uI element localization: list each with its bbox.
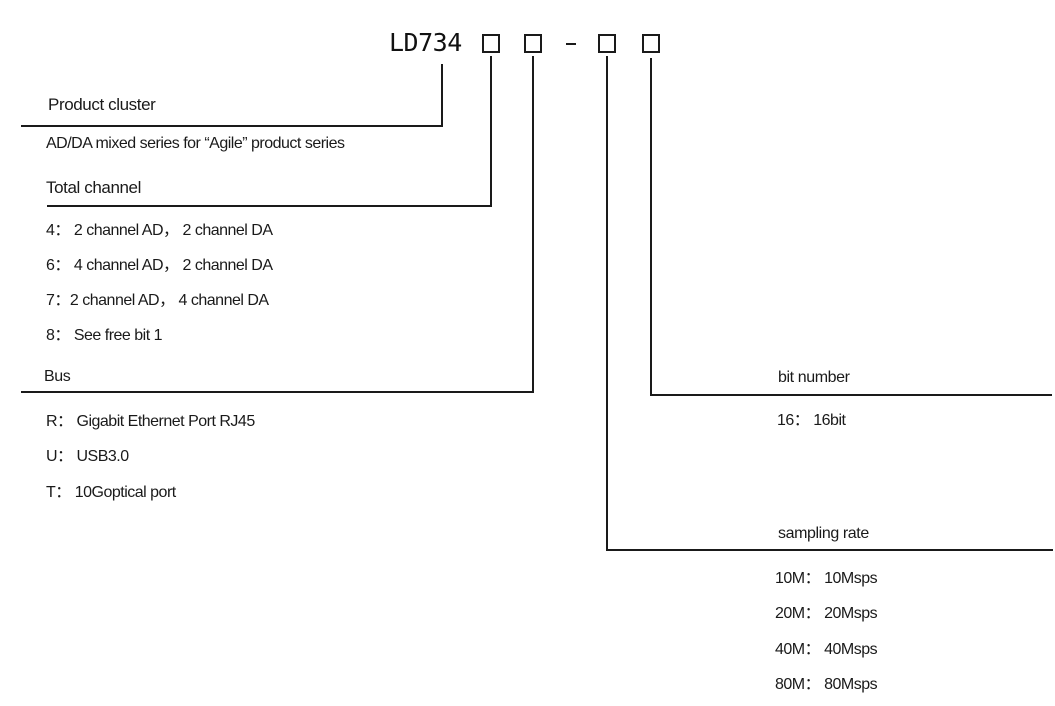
connector-sampling-rate-horizontal (606, 549, 1053, 551)
sampling-rate-item: 80M： 80Msps (775, 676, 878, 693)
total-channel-title: Total channel (46, 178, 141, 197)
total-channel-item: 8： See free bit 1 (46, 327, 163, 344)
bus-item: U： USB3.0 (46, 448, 129, 465)
code-separator (566, 43, 576, 45)
connector-total-channel-horizontal (47, 205, 492, 207)
connector-product-cluster-horizontal (21, 125, 443, 127)
sampling-rate-item: 20M： 20Msps (775, 605, 878, 622)
bus-item: R： Gigabit Ethernet Port RJ45 (46, 413, 255, 430)
sampling-rate-title: sampling rate (778, 525, 869, 542)
bit-number-item: 16： 16bit (777, 412, 846, 429)
total-channel-item: 4： 2 channel AD， 2 channel DA (46, 222, 273, 239)
connector-total-channel-vertical (490, 56, 492, 207)
connector-product-cluster-vertical (441, 64, 443, 127)
model-prefix: LD734 (389, 28, 462, 57)
code-slot-bit-number (642, 34, 660, 53)
sampling-rate-item: 10M： 10Msps (775, 570, 878, 587)
code-slot-sampling-rate (598, 34, 616, 53)
bit-number-title: bit number (778, 369, 850, 386)
sampling-rate-item: 40M： 40Msps (775, 641, 878, 658)
connector-bus-horizontal (21, 391, 534, 393)
connector-bus-vertical (532, 56, 534, 393)
product-cluster-item: AD/DA mixed series for “Agile” product s… (46, 135, 345, 152)
code-slot-total-channel (482, 34, 500, 53)
total-channel-item: 7：2 channel AD， 4 channel DA (46, 292, 269, 309)
code-slot-bus (524, 34, 542, 53)
bus-title: Bus (44, 368, 71, 385)
product-cluster-title: Product cluster (48, 95, 156, 114)
connector-sampling-rate-vertical (606, 56, 608, 551)
bus-item: T： 10Goptical port (46, 484, 176, 501)
connector-bit-number-vertical (650, 58, 652, 396)
total-channel-item: 6： 4 channel AD， 2 channel DA (46, 257, 273, 274)
connector-bit-number-horizontal (650, 394, 1052, 396)
